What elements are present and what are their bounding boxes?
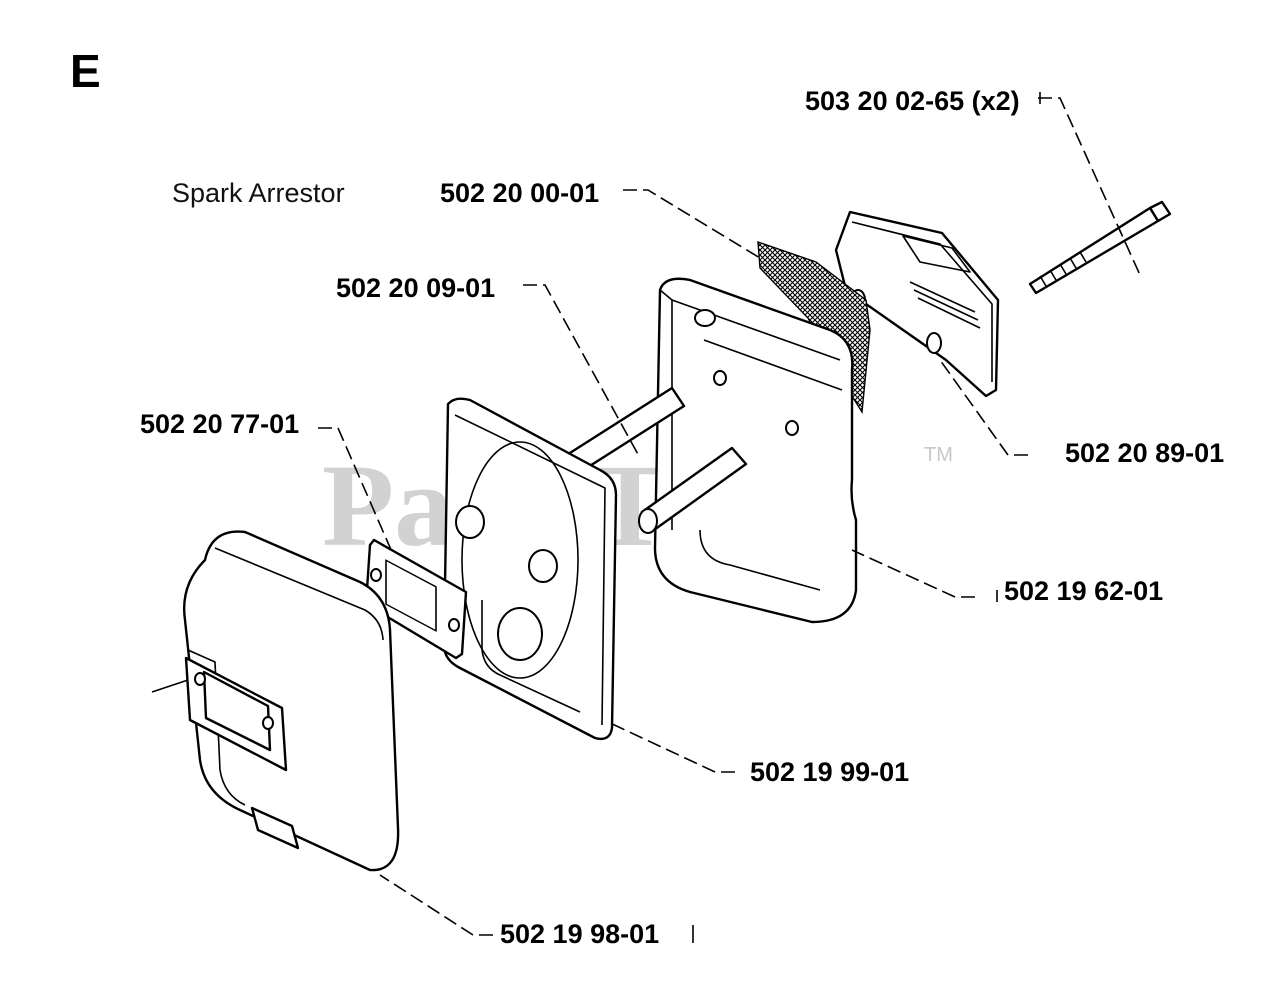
spark-arrestor-caption: Spark Arrestor bbox=[172, 178, 345, 208]
bolts-label: 503 20 02-65 (x2) bbox=[805, 86, 1020, 116]
muffler-plate-label: 502 19 99-01 bbox=[750, 757, 909, 787]
muffler-cover-label: 502 19 98-01 bbox=[500, 919, 659, 949]
leader-lines bbox=[151, 92, 1141, 943]
section-letter: E bbox=[70, 45, 101, 97]
deflector-part bbox=[834, 210, 1000, 398]
spacer-tubes-label: 502 20 09-01 bbox=[336, 273, 495, 303]
deflector-label: 502 20 89-01 bbox=[1065, 438, 1224, 468]
screen-label: 502 20 00-01 bbox=[440, 178, 599, 208]
muffler-plate-part bbox=[442, 397, 618, 741]
muffler-cover-part bbox=[183, 530, 400, 872]
muffler-rear-label: 502 19 62-01 bbox=[1004, 576, 1163, 606]
gasket-label: 502 20 77-01 bbox=[140, 409, 299, 439]
muffler-rear-part bbox=[653, 277, 858, 624]
bolt-part bbox=[1028, 200, 1172, 295]
watermark-trademark: TM bbox=[924, 444, 953, 466]
